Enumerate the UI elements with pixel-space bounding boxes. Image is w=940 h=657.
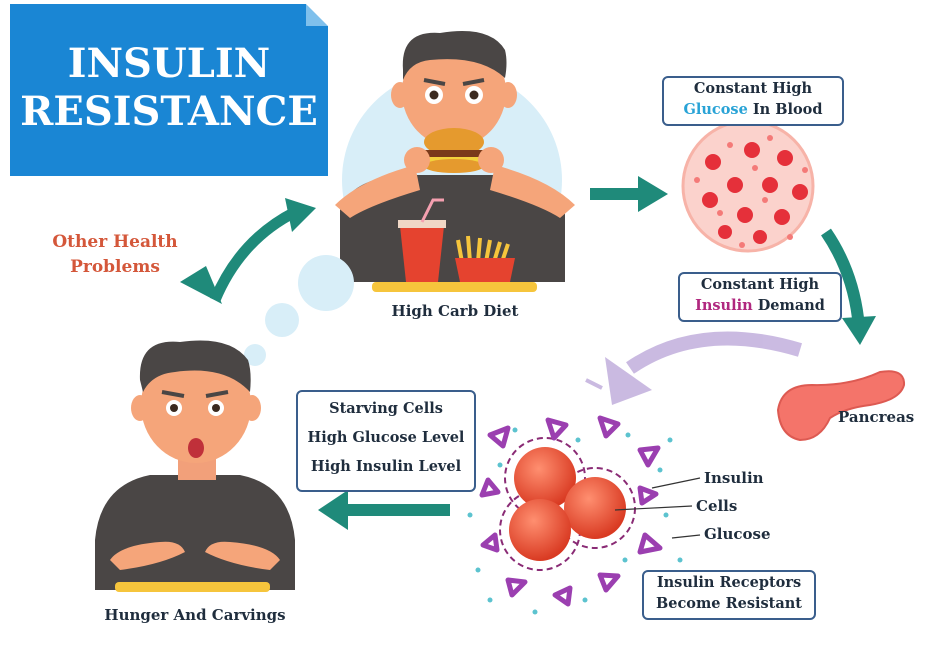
insulin-highlight: Insulin: [695, 297, 753, 314]
cells-cluster: [467, 415, 701, 615]
other-health-line-1: Other Health: [52, 232, 178, 252]
arrow-pancreas-to-cells: [585, 331, 803, 405]
cells-label: Cells: [696, 497, 738, 515]
receptors-line-1: Insulin Receptors: [656, 574, 802, 591]
eating-man-illustration: [335, 31, 575, 292]
insulin-demand-box: Constant High Insulin Demand: [678, 272, 842, 322]
receptors-line-2: Become Resistant: [655, 595, 803, 612]
hungry-man-illustration: [95, 340, 295, 592]
glucose-box-line-2: Glucose In Blood: [664, 99, 842, 120]
glucose-box-rest: In Blood: [747, 101, 823, 118]
pancreas-label: Pancreas: [838, 408, 915, 426]
arrow-blood-to-pancreas: [821, 228, 876, 345]
glucose-box-line-1: Constant High: [693, 80, 813, 97]
title-line-1: INSULIN: [67, 40, 271, 87]
arrow-cells-to-hunger: [318, 490, 450, 530]
glucose-in-blood-box: Constant High Glucose In Blood: [662, 76, 844, 126]
glucose-label: Glucose: [704, 525, 771, 543]
starving-line-2: High Glucose Level: [307, 429, 465, 446]
other-health-line-2: Problems: [70, 257, 160, 277]
title-banner: [10, 4, 328, 176]
receptors-resistant-box: Insulin Receptors Become Resistant: [642, 570, 816, 620]
arrow-to-other-health: [180, 198, 316, 304]
starving-line-1: Starving Cells: [329, 400, 443, 417]
hunger-and-carvings-label: Hunger And Carvings: [104, 606, 286, 624]
insulin-demand-line-2: Insulin Demand: [680, 295, 840, 316]
glucose-highlight: Glucose: [683, 101, 748, 118]
thought-bubbles: [244, 255, 354, 366]
title-line-2: RESISTANCE: [20, 88, 318, 135]
other-health-problems-label: Other Health Problems: [40, 230, 190, 280]
blood-glucose-circle: [681, 119, 815, 253]
insulin-label: Insulin: [704, 469, 764, 487]
insulin-demand-rest: Demand: [752, 297, 825, 314]
page-title: INSULIN RESISTANCE: [10, 40, 328, 136]
pancreas-illustration: [776, 370, 906, 442]
starving-cells-box: Starving Cells High Glucose Level High I…: [296, 390, 476, 492]
arrow-diet-to-blood: [590, 176, 668, 212]
high-carb-diet-label: High Carb Diet: [391, 302, 519, 320]
starving-line-3: High Insulin Level: [310, 458, 462, 475]
insulin-demand-line-1: Constant High: [700, 276, 820, 293]
